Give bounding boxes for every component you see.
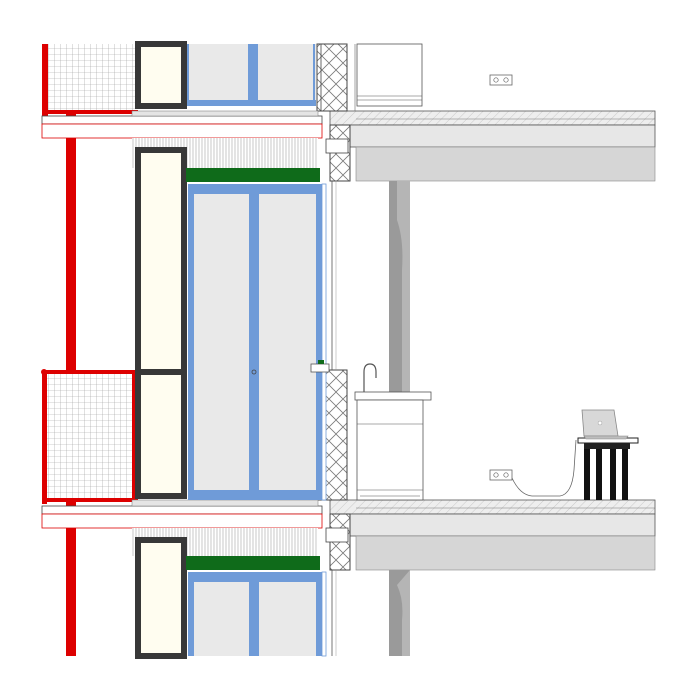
lintel-bottom — [186, 556, 320, 570]
lower-floor-screed — [329, 499, 656, 515]
floor-structure — [329, 110, 656, 571]
power-outlet-icon — [489, 74, 513, 86]
faucet-icon — [363, 363, 377, 392]
balcony-slab-top — [41, 115, 323, 125]
shutter-middle-upper — [135, 147, 187, 375]
upper-floor-slab — [329, 124, 656, 148]
laptop-cable — [511, 439, 577, 497]
balconies — [41, 44, 323, 656]
shutter-top — [135, 41, 187, 109]
interior-furniture — [354, 43, 639, 501]
shutter-middle-lower — [135, 369, 187, 499]
lower-ceiling-band — [355, 535, 656, 571]
power-outlet-icon — [489, 469, 513, 481]
upper-floor-screed — [329, 110, 656, 126]
balcony-slab-middle — [41, 505, 323, 515]
balcony-railing-top — [42, 44, 136, 114]
balcony-railing-middle — [42, 372, 136, 500]
windows — [186, 44, 330, 657]
folding-shutters — [135, 41, 187, 659]
laptop-icon — [581, 409, 629, 440]
stool-icon — [577, 437, 639, 500]
window-handle-icon — [251, 369, 257, 375]
shutter-bottom — [135, 537, 187, 659]
upper-cabinet — [356, 43, 423, 107]
kitchen-counter-icon — [354, 391, 432, 501]
lintel-middle — [186, 168, 320, 182]
door-handle-icon — [310, 363, 330, 373]
upper-ceiling-band — [355, 146, 656, 182]
insulation-top — [316, 43, 348, 112]
balcony-post — [66, 44, 76, 656]
lower-floor-slab — [329, 513, 656, 537]
insulated-wall-bands — [316, 43, 356, 656]
